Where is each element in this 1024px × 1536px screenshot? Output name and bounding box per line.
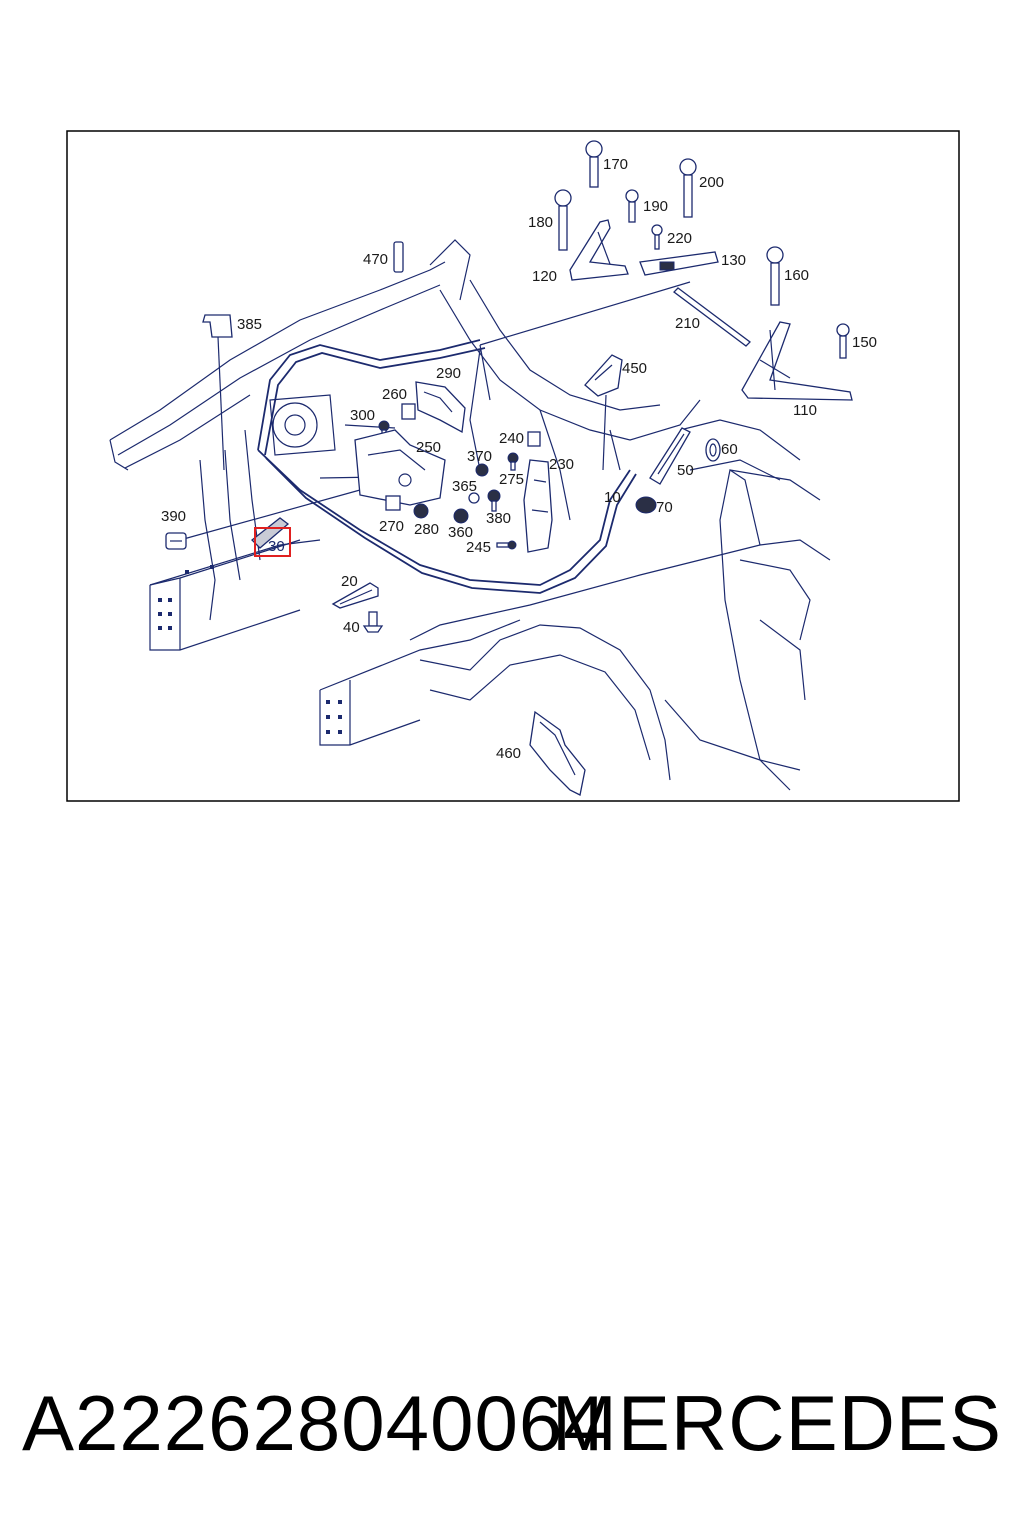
part-365-icon — [468, 492, 480, 504]
part-260-icon — [401, 403, 416, 420]
part-460-icon — [529, 710, 586, 796]
part-250-icon — [354, 429, 446, 506]
part-40-icon — [362, 611, 384, 633]
part-20-icon — [331, 582, 379, 609]
part-60-icon — [705, 438, 721, 462]
parts-diagram — [66, 130, 960, 802]
part-280-icon — [413, 503, 429, 519]
part-120-icon — [569, 219, 629, 281]
part-30-icon — [251, 517, 290, 549]
part-180-icon — [554, 189, 572, 251]
part-190-icon — [625, 189, 639, 223]
part-220-icon — [651, 224, 663, 250]
part-150-icon — [836, 323, 850, 359]
brand-name: MERCEDES — [551, 1379, 1002, 1467]
part-390-icon — [165, 532, 187, 550]
part-200-icon — [679, 158, 697, 218]
part-210-icon — [673, 287, 751, 347]
footer: A222628040064 MERCEDES — [0, 1378, 1024, 1468]
part-245-icon — [496, 540, 517, 550]
part-360-icon — [453, 508, 469, 524]
part-385-icon — [202, 314, 233, 338]
part-160-icon — [766, 246, 784, 306]
part-270-icon — [385, 495, 401, 511]
part-470-icon — [393, 241, 404, 273]
part-230-icon — [523, 459, 553, 553]
part-370-icon — [475, 463, 489, 477]
part-240-icon — [527, 431, 541, 447]
part-70-icon — [635, 496, 657, 514]
part-450-icon — [584, 354, 623, 397]
part-290-icon — [415, 381, 466, 434]
part-50-icon — [649, 427, 691, 485]
seal-part-10 — [257, 339, 637, 594]
part-380-icon — [487, 489, 501, 512]
part-170-icon — [585, 140, 603, 188]
part-110-icon — [741, 321, 853, 401]
callout-30-highlight — [254, 527, 291, 557]
part-130-icon — [639, 251, 719, 276]
part-number: A222628040064 — [22, 1379, 608, 1467]
part-275-icon — [507, 452, 519, 471]
